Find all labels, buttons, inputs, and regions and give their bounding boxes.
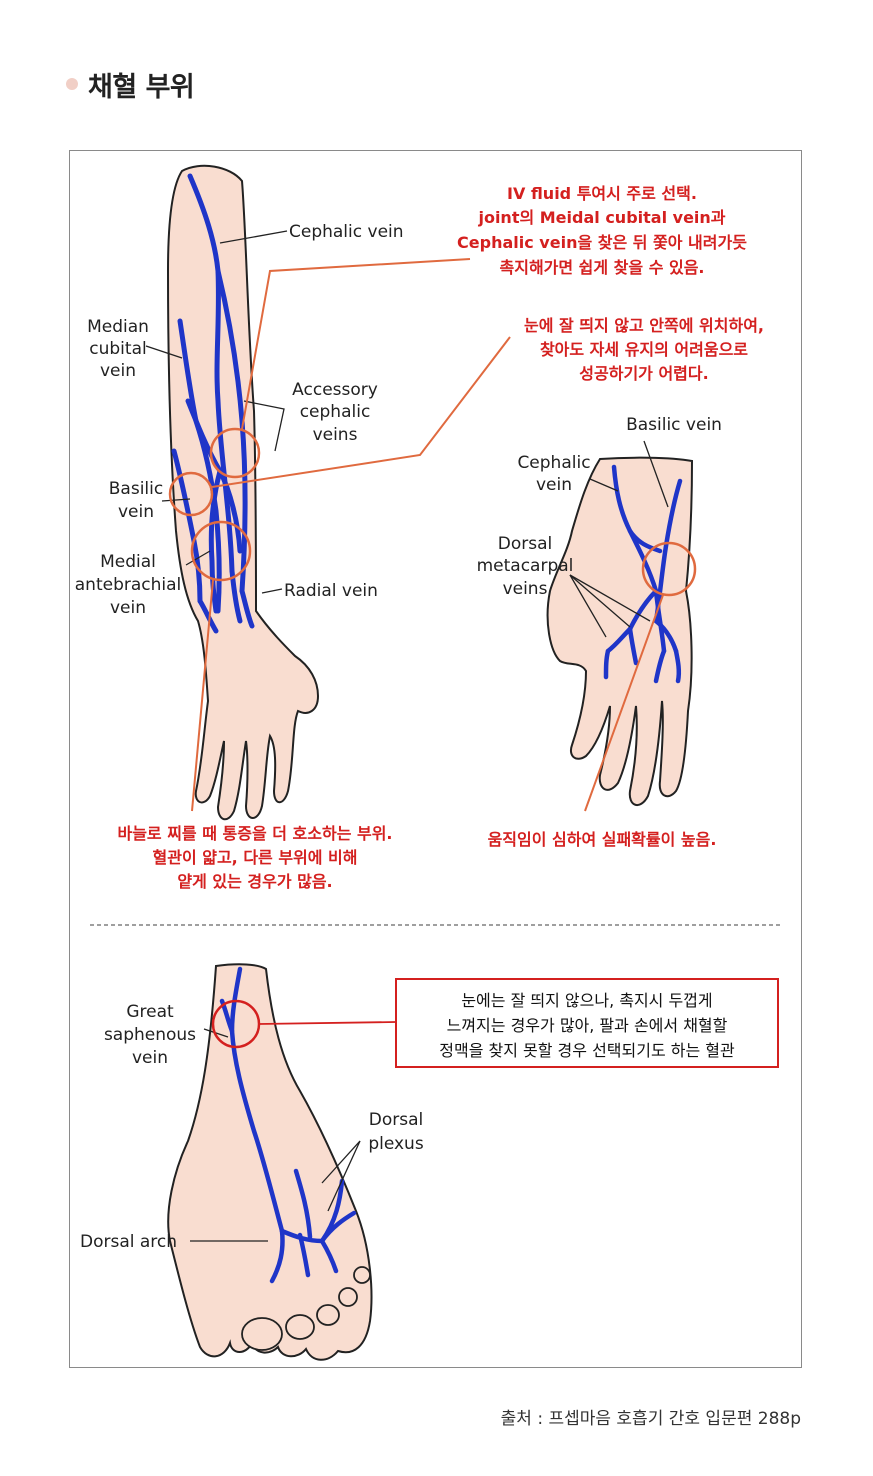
pain-note-line-2: 혈관이 얇고, 다른 부위에 비해 xyxy=(153,848,358,867)
foot-note-line-1: 눈에는 잘 띄지 않으나, 촉지시 두껍게 xyxy=(461,991,712,1010)
foot-leader-lines xyxy=(190,1028,361,1242)
section-header: 채혈 부위 xyxy=(66,64,195,104)
foot-skin xyxy=(167,963,373,1361)
foot-label-great-saphenous-line-3: vein xyxy=(132,1048,168,1068)
hand-skin xyxy=(546,456,694,806)
source-citation: 출처 : 프셉마음 호흡기 간호 입문편 288p xyxy=(500,1409,801,1429)
toes xyxy=(241,1266,371,1351)
hand-label-cephalic-line-1: Cephalic xyxy=(517,453,590,473)
hand-label-dorsal-metacarpal-line-2: metacarpal xyxy=(477,556,574,576)
arm-label-basilic-line-2: vein xyxy=(118,502,154,522)
iv-note-line-4: 촉지해가면 쉽게 찾을 수 있음. xyxy=(500,258,705,277)
hand-illustration: Basilic vein Cephalic vein Dorsal metaca… xyxy=(477,415,722,849)
foot-label-great-saphenous-line-1: Great xyxy=(126,1002,174,1022)
arm-label-medial-antebrachial-line-2: antebrachial xyxy=(75,575,182,595)
arm-label-accessory-line-2: cephalic xyxy=(300,402,371,422)
arm-label-median-cubital-line-3: vein xyxy=(100,361,136,381)
arm-label-cephalic-vein: Cephalic vein xyxy=(289,222,404,242)
arm-label-radial-vein: Radial vein xyxy=(284,581,378,601)
iv-note-line-3: Cephalic vein을 찾은 뒤 쫓아 내려가듯 xyxy=(457,233,747,252)
foot-veins xyxy=(219,966,357,1284)
hand-highlight-circle xyxy=(641,541,697,597)
arm-highlight-circles xyxy=(168,427,261,582)
arm-connector-lines xyxy=(191,258,511,812)
bullet-dot-icon xyxy=(66,78,78,90)
basilic-note-line-2: 찾아도 자세 유지의 어려움으로 xyxy=(540,340,748,359)
foot-label-dorsal-arch: Dorsal arch xyxy=(80,1232,177,1252)
foot-label-dorsal-plexus-line-1: Dorsal xyxy=(369,1110,423,1130)
foot-illustration: 눈에는 잘 띄지 않으나, 촉지시 두껍게 느껴지는 경우가 많아, 팔과 손에… xyxy=(80,963,779,1361)
arm-label-accessory-line-1: Accessory xyxy=(292,380,378,400)
hand-note: 움직임이 심하여 실패확률이 높음. xyxy=(488,830,717,849)
pain-note-line-1: 바늘로 찌를 때 통증을 더 호소하는 부위. xyxy=(117,824,392,843)
arm-illustration: Cephalic vein Median cubital vein Access… xyxy=(75,164,764,891)
foot-label-great-saphenous-line-2: saphenous xyxy=(104,1025,196,1045)
iv-note-line-1: IV fluid 투여시 주로 선택. xyxy=(507,184,697,203)
arm-label-medial-antebrachial-line-3: vein xyxy=(110,598,146,618)
hand-label-dorsal-metacarpal-line-3: veins xyxy=(503,579,548,599)
arm-label-accessory-line-3: veins xyxy=(313,425,358,445)
foot-connector-line xyxy=(258,1021,397,1025)
arm-label-basilic-line-1: Basilic xyxy=(109,479,163,499)
hand-label-dorsal-metacarpal-line-1: Dorsal xyxy=(498,534,552,554)
basilic-note-line-3: 성공하기가 어렵다. xyxy=(579,364,708,383)
hand-leader-lines xyxy=(569,440,669,638)
basilic-note-line-1: 눈에 잘 띄지 않고 안쪽에 위치하여, xyxy=(524,316,764,335)
vein-diagram-figure: Cephalic vein Median cubital vein Access… xyxy=(69,150,802,1368)
hand-veins xyxy=(603,464,683,684)
hand-label-cephalic-line-2: vein xyxy=(536,475,572,495)
hand-label-basilic-vein: Basilic vein xyxy=(626,415,722,435)
arm-label-median-cubital-line-2: cubital xyxy=(89,339,146,359)
foot-label-dorsal-plexus-line-2: plexus xyxy=(368,1134,424,1154)
pain-note-line-3: 얕게 있는 경우가 많음. xyxy=(177,872,332,891)
foot-note-box xyxy=(395,978,779,1068)
section-title: 채혈 부위 xyxy=(88,71,195,103)
arm-label-medial-antebrachial-line-1: Medial xyxy=(100,552,156,572)
iv-note-line-2: joint의 Meidal cubital vein과 xyxy=(477,208,725,227)
hand-connector-line xyxy=(584,594,664,812)
foot-note-line-3: 정맥을 찾지 못할 경우 선택되기도 하는 혈관 xyxy=(439,1041,735,1060)
arm-label-median-cubital-line-1: Median xyxy=(87,317,149,337)
vein-diagram-canvas: Cephalic vein Median cubital vein Access… xyxy=(75,164,781,1361)
foot-note-line-2: 느껴지는 경우가 많아, 팔과 손에서 채혈할 xyxy=(447,1016,728,1035)
arm-leader-lines xyxy=(145,230,288,594)
